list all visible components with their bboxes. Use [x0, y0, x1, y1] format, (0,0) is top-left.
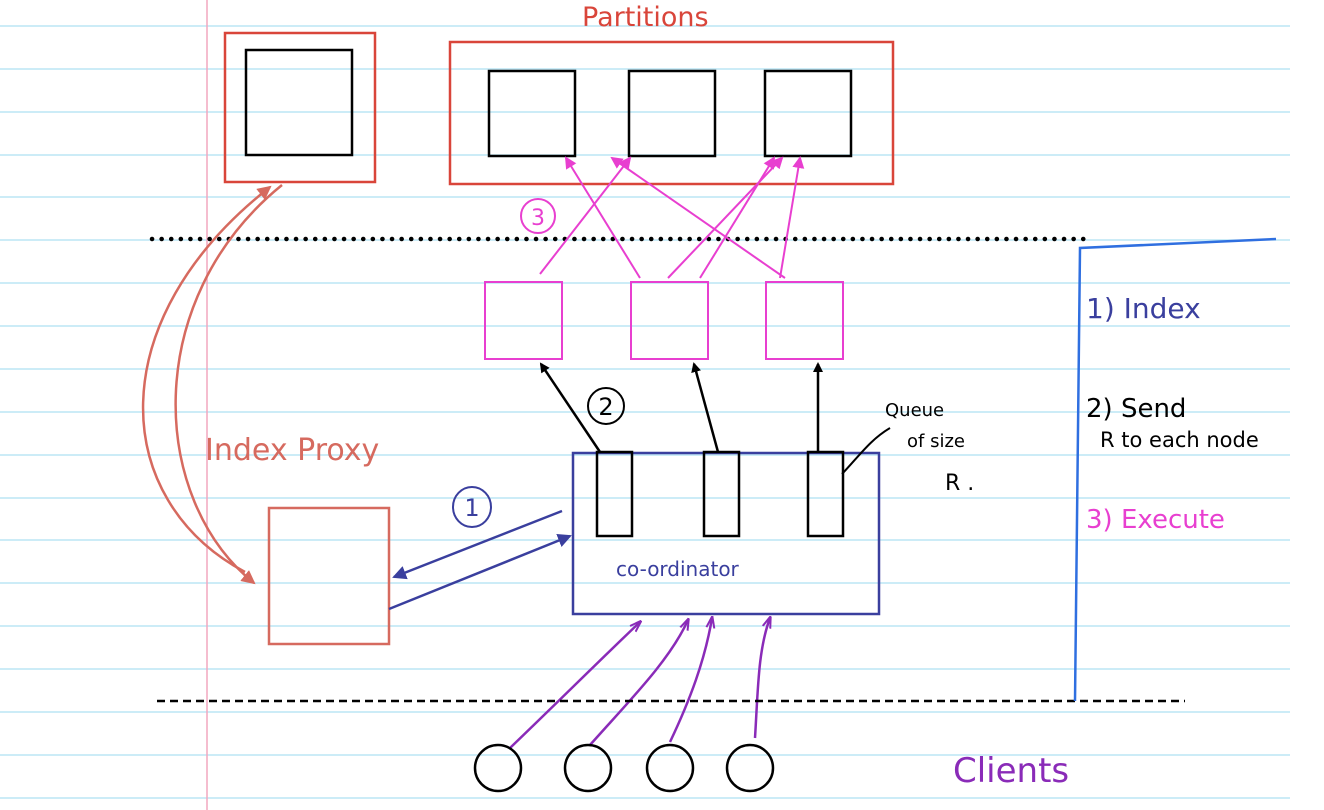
step-1-number: 1	[464, 494, 479, 522]
client-2	[563, 743, 613, 793]
queue-1	[595, 450, 634, 538]
legend-step-3: 3) Execute	[1086, 505, 1225, 535]
queue-label-line1: Queue	[885, 400, 944, 421]
queue-label-line2: of size	[907, 431, 965, 452]
step-2-number: 2	[598, 393, 613, 421]
client-1	[473, 743, 523, 793]
index-node-outer-box	[223, 31, 377, 184]
client-arrows	[509, 618, 770, 749]
step-1-circle	[452, 486, 492, 528]
index-arrows	[388, 509, 572, 611]
execution-node-1	[484, 281, 563, 360]
legend-step-1: 1) Index	[1086, 292, 1201, 325]
coordinator-label: co-ordinator	[616, 557, 740, 581]
client-4	[725, 743, 775, 793]
execute-arrows	[539, 156, 805, 279]
legend-bracket	[1073, 237, 1277, 702]
legend-step-2-line2: R to each node	[1100, 428, 1259, 452]
partition-box-1	[487, 69, 577, 158]
index-sync-arrows	[141, 184, 283, 585]
coordinator-box	[571, 451, 881, 616]
step-3-number: 3	[531, 206, 545, 231]
index-node-inner-box	[244, 48, 354, 157]
clients-label: Clients	[953, 751, 1069, 791]
step-2-circle	[587, 387, 625, 425]
queue-2	[702, 450, 741, 538]
execution-node-2	[630, 281, 709, 360]
partitions-container	[448, 40, 895, 186]
index-proxy-label: Index Proxy	[205, 433, 379, 468]
queue-label-line3: R .	[945, 471, 974, 496]
partitions-label: Partitions	[582, 2, 709, 33]
client-3	[645, 743, 695, 793]
step-3-circle	[520, 198, 556, 234]
legend-step-2-line1: 2) Send	[1086, 394, 1186, 424]
index-proxy-box	[267, 506, 391, 646]
queue-3	[806, 450, 845, 538]
partition-box-3	[763, 69, 853, 158]
send-arrows	[539, 362, 823, 453]
queue-pointer-line	[841, 427, 891, 475]
execution-node-3	[765, 281, 844, 360]
partition-box-2	[627, 69, 717, 158]
